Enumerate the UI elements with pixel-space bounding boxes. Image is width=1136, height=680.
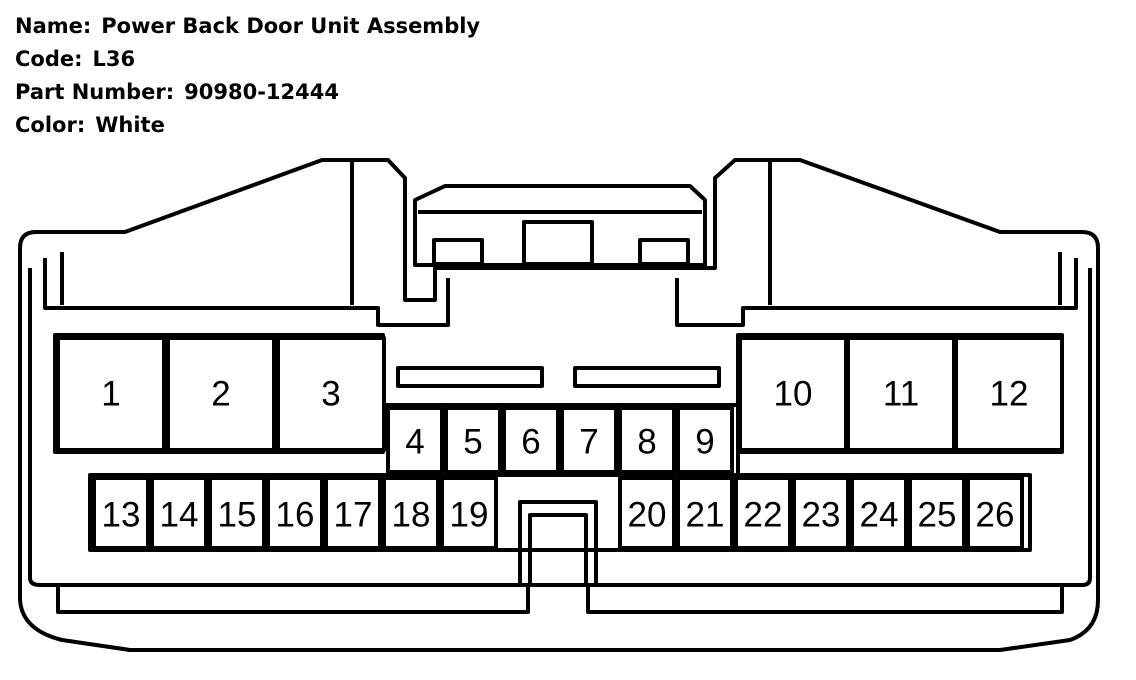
pin-cavity-8 — [618, 406, 676, 474]
pin-cavity-5 — [444, 406, 502, 474]
bottom-rail-left — [56, 585, 530, 614]
pin-cavity-16 — [266, 476, 324, 550]
part-number-row: Part Number: 90980-12444 — [15, 76, 480, 109]
pin-number-4: 4 — [405, 423, 424, 462]
pin-number-13: 13 — [102, 496, 141, 535]
right-inner-wall — [675, 258, 1078, 327]
code-label: Code: — [15, 47, 83, 71]
pin-cavity-3 — [276, 336, 386, 452]
upper-slot-right — [573, 366, 721, 388]
pin-number-19: 19 — [450, 496, 489, 535]
pin-cavity-19 — [440, 476, 498, 550]
pin-cavity-12 — [954, 336, 1064, 452]
pin-number-11: 11 — [883, 375, 919, 414]
lock-left-block — [432, 238, 484, 266]
pin-number-24: 24 — [860, 496, 899, 535]
pin-number-8: 8 — [637, 423, 656, 462]
pin-cavity-23 — [792, 476, 850, 550]
connector-inner-outline — [28, 268, 1092, 587]
left-inner-wall — [43, 258, 450, 327]
name-label: Name: — [15, 14, 92, 38]
name-value: Power Back Door Unit Assembly — [101, 14, 481, 38]
pin-number-9: 9 — [695, 423, 714, 462]
pin-cavity-17 — [324, 476, 382, 550]
pin-number-17: 17 — [334, 496, 373, 535]
pin-number-14: 14 — [160, 496, 199, 535]
cavity-frame-bottom — [88, 473, 1032, 552]
pin-number-20: 20 — [628, 496, 667, 535]
pin-cavity-21 — [676, 476, 734, 550]
pin-number-5: 5 — [463, 423, 482, 462]
color-row: Color: White — [15, 109, 480, 142]
lock-tab — [413, 184, 707, 267]
pin-cavity-18 — [382, 476, 440, 550]
pin-number-7: 7 — [579, 423, 598, 462]
pin-number-6: 6 — [521, 423, 540, 462]
part-number-value: 90980-12444 — [184, 80, 339, 104]
pin-number-12: 12 — [990, 375, 1029, 414]
code-row: Code: L36 — [15, 43, 480, 76]
pin-cavity-11 — [846, 336, 956, 452]
pin-number-2: 2 — [211, 375, 230, 414]
pin-cavity-15 — [208, 476, 266, 550]
pin-cavity-22 — [734, 476, 792, 550]
code-value: L36 — [92, 47, 136, 71]
pin-number-16: 16 — [276, 496, 315, 535]
upper-slot-left — [396, 366, 544, 388]
pin-number-18: 18 — [392, 496, 431, 535]
pin-number-25: 25 — [918, 496, 957, 535]
pin-cavity-9 — [676, 406, 734, 474]
pin-cavity-24 — [850, 476, 908, 550]
connector-info: Name: Power Back Door Unit Assembly Code:… — [15, 10, 480, 142]
pin-number-10: 10 — [774, 375, 813, 414]
pin-cavity-6 — [502, 406, 560, 474]
lock-right-block — [638, 238, 690, 266]
name-row: Name: Power Back Door Unit Assembly — [15, 10, 480, 43]
bottom-rail-right — [586, 585, 1064, 614]
pin-cavity-10 — [738, 336, 848, 452]
pin-cavity-4 — [386, 406, 444, 474]
pin-cavity-13 — [92, 476, 150, 550]
pin-number-1: 1 — [101, 375, 120, 414]
connector-housing-outline — [18, 158, 1100, 652]
pin-cavity-7 — [560, 406, 618, 474]
pin-cavity-20 — [618, 476, 676, 550]
key-slot — [518, 500, 598, 585]
pin-cavity-1 — [56, 336, 166, 452]
pin-cavity-26 — [966, 476, 1024, 550]
pin-cavity-25 — [908, 476, 966, 550]
pin-number-26: 26 — [976, 496, 1015, 535]
pin-cavity-14 — [150, 476, 208, 550]
pin-number-21: 21 — [686, 496, 725, 535]
pin-cavity-2 — [166, 336, 276, 452]
color-value: White — [95, 113, 165, 137]
pin-number-15: 15 — [218, 496, 257, 535]
part-number-label: Part Number: — [15, 80, 175, 104]
lock-center-block — [522, 220, 594, 266]
pin-number-23: 23 — [802, 496, 841, 535]
pin-number-22: 22 — [744, 496, 783, 535]
pin-number-3: 3 — [321, 375, 340, 414]
color-label: Color: — [15, 113, 86, 137]
